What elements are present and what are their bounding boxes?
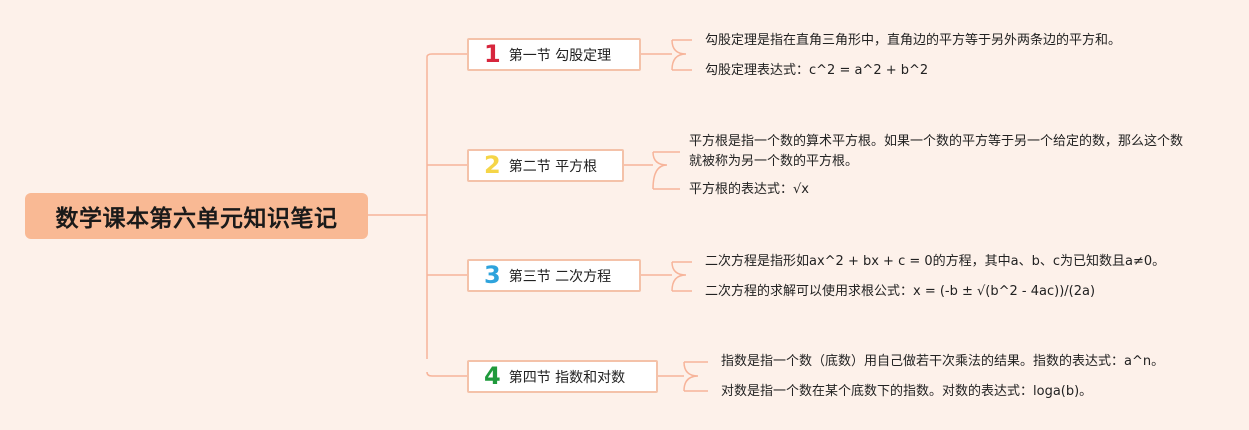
branch-connector-1 — [426, 53, 467, 58]
leaf-note[interactable]: 勾股定理是指在直角三角形中，直角边的平方等于另外两条边的平方和。 — [705, 33, 1122, 48]
number-4-icon: 4 — [484, 361, 501, 390]
branch-label: 第三节 二次方程 — [508, 268, 612, 285]
leaf-note[interactable]: 勾股定理表达式：c^2 = a^2 + b^2 — [705, 63, 929, 78]
leaf-note[interactable]: 平方根是指一个数的算术平方根。如果一个数的平方等于另一个给定的数，那么这个数就被… — [689, 134, 1184, 169]
branch-section-3[interactable]: 3 第三节 二次方程 — [467, 259, 641, 292]
leaf-note[interactable]: 二次方程是指形如ax^2 + bx + c = 0的方程，其中a、b、c为已知数… — [705, 254, 1166, 269]
leaf-bracket-1 — [641, 39, 687, 71]
leaf-note[interactable]: 指数是指一个数（底数）用自己做若干次乘法的结果。指数的表达式：a^n。 — [721, 354, 1165, 369]
leaf-note[interactable]: 对数是指一个数在某个底数下的指数。对数的表达式：loga(b)。 — [721, 384, 1093, 399]
leaf-bracket-4 — [658, 361, 699, 392]
branch-connector-4 — [426, 371, 467, 377]
leaf-bracket-2 — [624, 151, 668, 190]
leaf-bracket-3 — [641, 261, 687, 292]
branch-section-1[interactable]: 1 第一节 勾股定理 — [467, 38, 641, 71]
leaf-note[interactable]: 平方根的表达式：√x — [689, 182, 809, 197]
leaf-note[interactable]: 二次方程的求解可以使用求根公式：x = (-b ± √(b^2 - 4ac))/… — [705, 284, 1096, 299]
branch-label: 第一节 勾股定理 — [508, 47, 612, 64]
branch-label: 第二节 平方根 — [508, 158, 598, 175]
number-1-icon: 1 — [484, 39, 501, 68]
branch-section-4[interactable]: 4 第四节 指数和对数 — [467, 360, 658, 393]
number-3-icon: 3 — [484, 260, 501, 289]
branch-label: 第四节 指数和对数 — [508, 369, 626, 386]
root-topic[interactable]: 数学课本第六单元知识笔记 — [25, 193, 368, 239]
number-2-icon: 2 — [484, 150, 501, 179]
branch-section-2[interactable]: 2 第二节 平方根 — [467, 149, 624, 182]
